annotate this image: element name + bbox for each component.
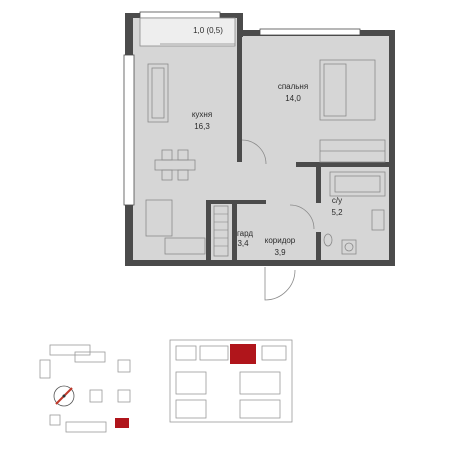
windows <box>123 11 361 206</box>
compass-icon <box>53 385 75 407</box>
wardrobe-area-label: 3,4 <box>237 239 249 248</box>
wardrobe-shelving <box>213 205 229 257</box>
site-minimap <box>39 344 131 433</box>
site-highlight-marker <box>115 418 129 428</box>
doors <box>241 139 315 301</box>
balcony <box>139 17 236 47</box>
bathroom-name-label: с/у <box>332 196 342 205</box>
bathroom-area-label: 5,2 <box>331 208 343 217</box>
bedroom-furniture <box>319 59 386 163</box>
floor-area <box>131 17 392 261</box>
kitchen-area-label: 16,3 <box>194 122 210 131</box>
unit-highlight-marker <box>230 344 256 364</box>
balcony-area-label: 1,0 (0,5) <box>193 26 223 35</box>
bathroom-fixtures <box>323 171 386 255</box>
bedroom-name-label: спальня <box>278 82 308 91</box>
wardrobe-name-label: гард <box>237 229 253 238</box>
bedroom-area-label: 14,0 <box>285 94 301 103</box>
corridor-area-label: 3,9 <box>274 248 286 257</box>
floor-locator-icon <box>169 339 293 423</box>
corridor-name-label: коридор <box>265 236 296 245</box>
kitchen-furniture <box>145 63 206 255</box>
kitchen-name-label: кухня <box>192 110 212 119</box>
